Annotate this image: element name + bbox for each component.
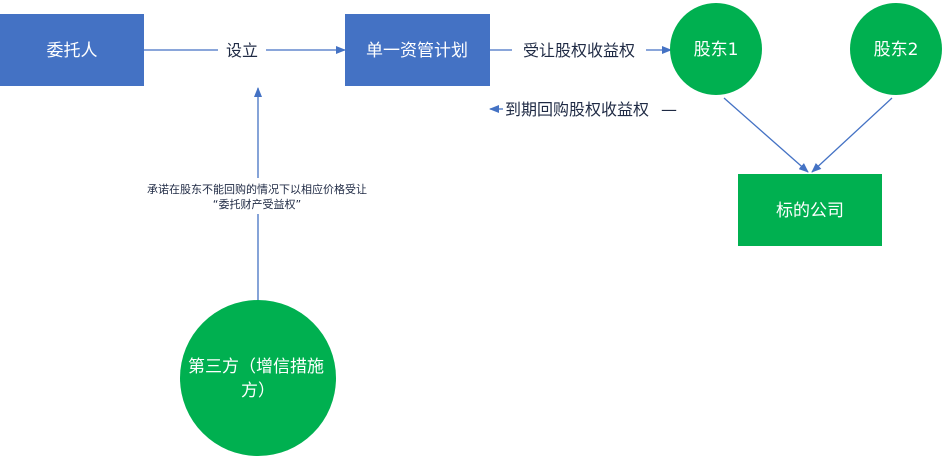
repurchase-label: 到期回购股权收益权 [505,100,649,119]
third-party-label-line1: 第三方（增信措施 [188,357,324,377]
shareholder1-label: 股东1 [694,40,739,60]
entrustor-node: 委托人 [0,14,144,86]
establish-label-bg [218,38,266,62]
repurchase-dash: — [661,100,677,119]
commitment-label-bg [124,178,390,214]
commitment-label-line1: 承诺在股东不能回购的情况下以相应价格受让 [147,182,367,196]
transfer-label: 受让股权收益权 [523,41,635,60]
target-company-box [738,174,882,246]
shareholder1-circle [670,3,762,95]
transfer-label-bg [512,38,646,62]
shareholder2-label: 股东2 [874,40,919,60]
shareholder2-to-company-arrow [811,97,893,173]
shareholder2-circle [850,3,942,95]
target-company-label: 标的公司 [776,201,844,221]
plan-label: 单一资管计划 [366,41,468,61]
third-party-label-line2: 方） [241,381,275,401]
entrustor-label: 委托人 [47,41,98,61]
third-party-node: 第三方（增信措施 方） [180,300,336,456]
plan-node: 单一资管计划 [345,14,490,86]
establish-label: 设立 [226,41,258,60]
plan-box [345,14,490,86]
entrustor-box [0,14,144,86]
target-company-node: 标的公司 [738,174,882,246]
commitment-label-line2: “委托财产受益权” [213,197,301,211]
shareholder2-node: 股东2 [850,3,942,95]
third-party-circle [180,300,336,456]
shareholder1-node: 股东1 [670,3,762,95]
shareholder1-to-company-arrow [723,97,809,173]
